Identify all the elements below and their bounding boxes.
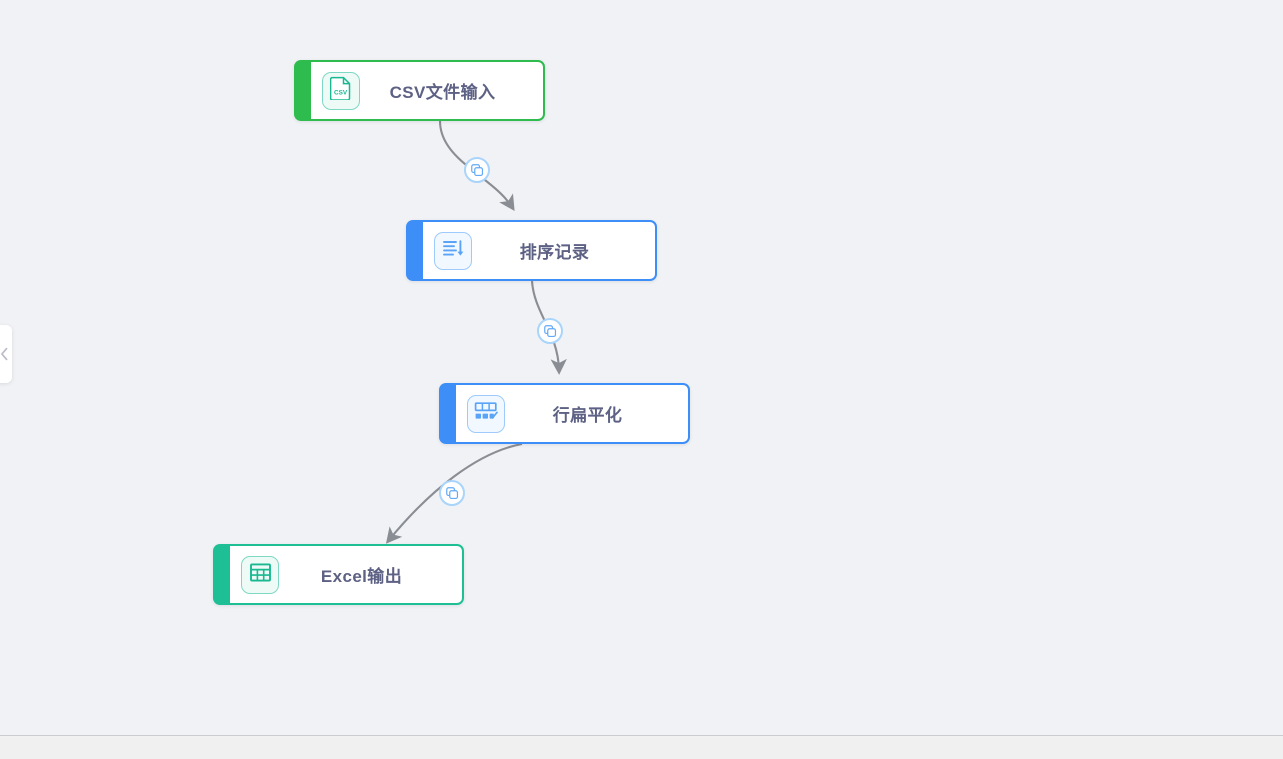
workflow-edges-layer <box>385 120 567 544</box>
node-accent-bar <box>406 220 424 281</box>
footer-strip <box>0 737 1283 759</box>
node-body: CSV CSV文件输入 <box>311 60 545 121</box>
node-label: Excel输出 <box>320 567 403 586</box>
node-accent-bar <box>213 544 231 605</box>
node-body: 排序记录 <box>423 220 657 281</box>
node-csv-input[interactable]: CSV CSV文件输入 <box>294 60 545 121</box>
edge-badge-flatten-to-excel[interactable] <box>439 480 465 506</box>
node-body: Excel输出 <box>230 544 464 605</box>
node-sort-records[interactable]: 排序记录 <box>406 220 657 281</box>
sort-descending-icon <box>442 238 465 264</box>
copy-icon <box>543 324 557 338</box>
copy-icon <box>470 163 484 177</box>
table-flatten-icon <box>474 401 498 426</box>
node-label: 行扁平化 <box>552 406 623 425</box>
node-body: 行扁平化 <box>456 383 690 444</box>
chevron-left-icon <box>0 347 9 361</box>
edge-badge-csv-to-sort[interactable] <box>464 157 490 183</box>
node-icon-container <box>241 555 279 594</box>
node-icon-container <box>434 231 472 270</box>
node-accent-bar <box>294 60 312 121</box>
workflow-canvas[interactable]: CSV CSV文件输入 <box>0 0 1283 736</box>
node-accent-bar <box>439 383 457 444</box>
node-excel-output[interactable]: Excel输出 <box>213 544 464 605</box>
node-label: CSV文件输入 <box>389 83 496 102</box>
copy-icon <box>445 486 459 500</box>
node-row-flatten[interactable]: 行扁平化 <box>439 383 690 444</box>
node-icon-container: CSV <box>322 71 360 110</box>
node-label: 排序记录 <box>519 243 590 262</box>
edge-badge-sort-to-flatten[interactable] <box>537 318 563 344</box>
node-icon-container <box>467 394 505 433</box>
csv-file-icon: CSV <box>329 76 352 105</box>
svg-text:CSV: CSV <box>334 89 348 96</box>
sidebar-collapse-handle[interactable] <box>0 325 12 383</box>
excel-table-icon <box>249 562 272 588</box>
